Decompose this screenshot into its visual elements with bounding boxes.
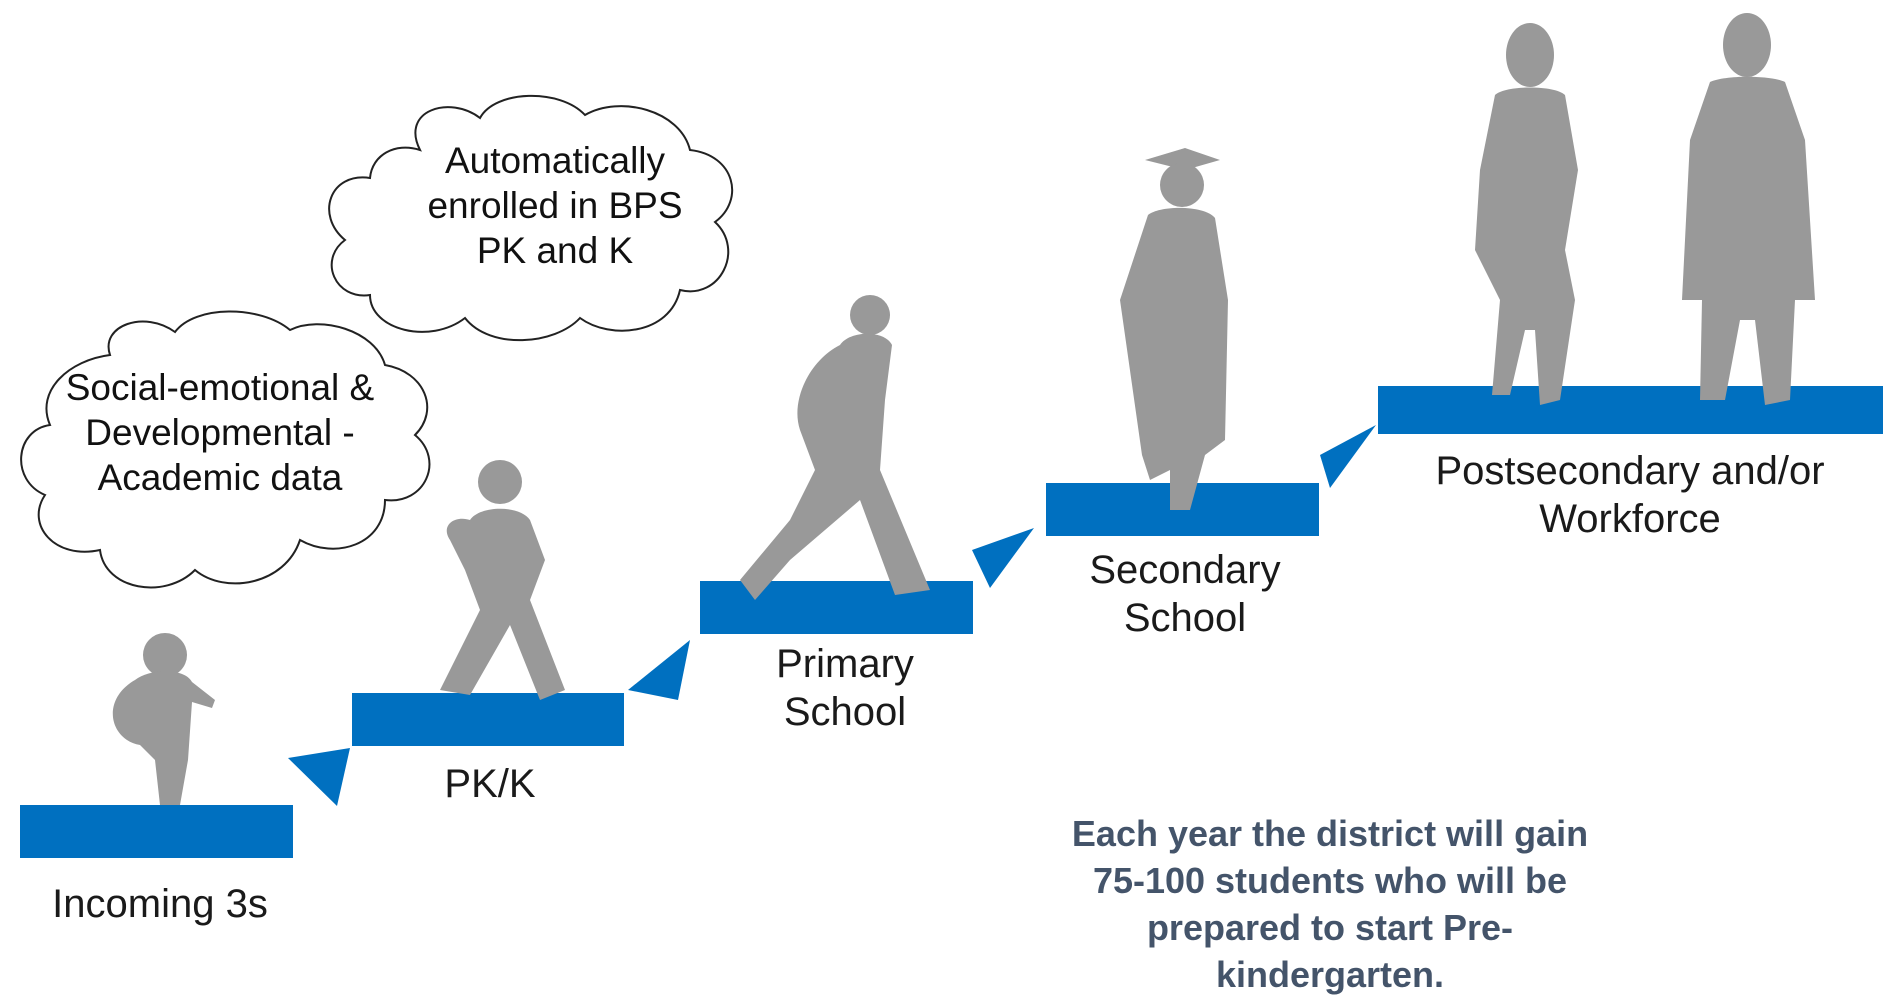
professional-woman-icon bbox=[1475, 23, 1578, 405]
step-label-incoming-3s: Incoming 3s bbox=[52, 882, 268, 926]
cloud-text-enrollment: Automatically enrolled in BPS PK and K bbox=[427, 140, 683, 271]
step-platform-postsecondary bbox=[1378, 386, 1883, 434]
step-platform-primary bbox=[700, 581, 973, 634]
step-label-postsecondary: Postsecondary and/or Workforce bbox=[1435, 449, 1825, 541]
step-platform-pk-k bbox=[352, 693, 624, 746]
step-label-pk-k: PK/K bbox=[444, 762, 536, 806]
enrollment-note: Each year the district will gain 75-100 … bbox=[1071, 813, 1589, 995]
diagram-canvas bbox=[20, 13, 1883, 858]
businessman-icon bbox=[1682, 13, 1815, 405]
step-platform-incoming-3s bbox=[20, 805, 293, 858]
step-label-primary: Primary School bbox=[776, 642, 914, 734]
step-label-secondary: Secondary School bbox=[1089, 548, 1281, 640]
toddler-silhouette-icon bbox=[112, 633, 215, 805]
girl-with-backpack-icon bbox=[740, 295, 930, 600]
cloud-text-assessment: Social-emotional & Developmental - Acade… bbox=[65, 367, 375, 498]
step-arrow-icon bbox=[628, 640, 690, 700]
graduate-silhouette-icon bbox=[1120, 148, 1228, 511]
step-arrow-icon bbox=[972, 528, 1034, 588]
child-with-backpack-icon bbox=[440, 460, 565, 700]
step-arrow-icon bbox=[1320, 425, 1376, 488]
thought-cloud-icon bbox=[20, 310, 431, 589]
step-arrow-icon bbox=[288, 748, 350, 806]
thought-cloud-icon bbox=[328, 94, 734, 342]
